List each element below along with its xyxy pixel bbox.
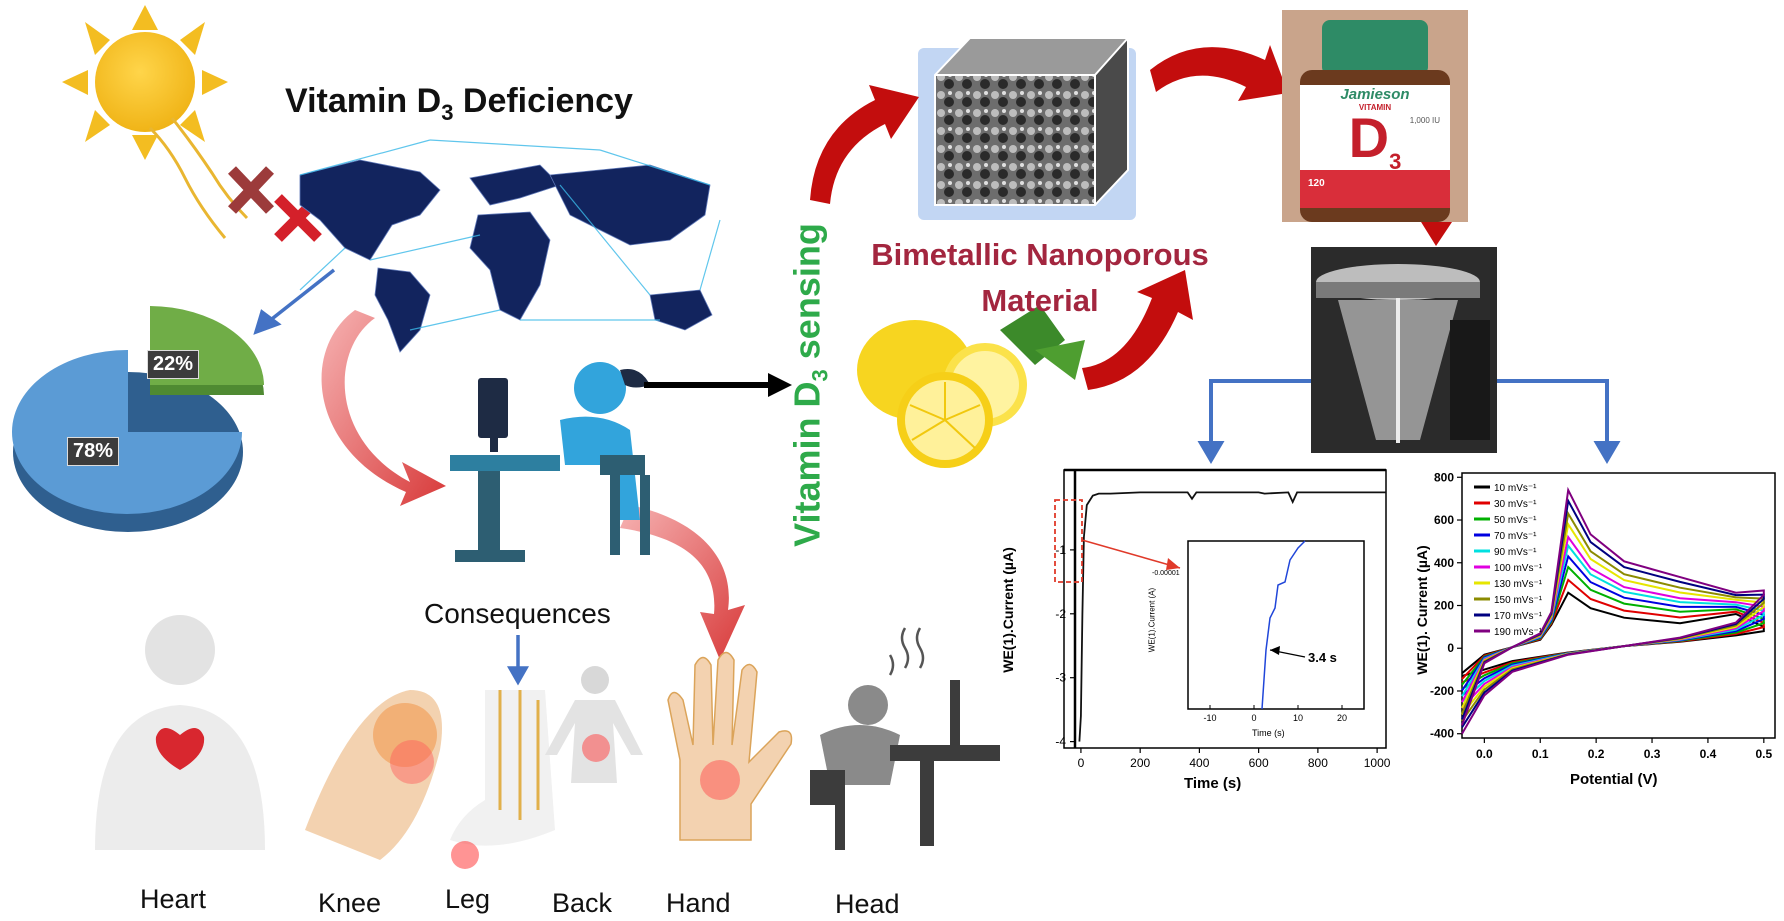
heart-body-figure (95, 615, 265, 850)
person-desk-icon (450, 362, 650, 562)
chart1-x-tick-label: 0 (1078, 756, 1085, 770)
legend-label: 30 mVs⁻¹ (1494, 499, 1537, 510)
chart1-ylabel: WE(1).Current (µA) (1000, 547, 1016, 673)
head-pain-figure (810, 627, 1000, 850)
legend-label: 50 mVs⁻¹ (1494, 515, 1537, 526)
chart1-x-tick-label: 400 (1189, 756, 1209, 770)
lemon-image (857, 305, 1085, 468)
chart1-x-tick-label: 800 (1308, 756, 1328, 770)
label-knee: Knee (318, 888, 382, 918)
blue-arrow (253, 268, 530, 686)
chart2-y-tick-label: 0 (1447, 641, 1454, 655)
label-leg: Leg (445, 884, 491, 914)
chart2-y-tick-label: 400 (1434, 556, 1454, 570)
vitamin-d3-sensing-label: Vitamin D3 sensing (786, 223, 833, 547)
chart1-y-tick-label: -1 (1055, 543, 1066, 557)
vitamin-bottle-image (1282, 10, 1468, 222)
amperometric-chart: 0 200 400 600 800 1000 -1 -2 -3 -4 -10 0 10 20 (1054, 468, 1391, 770)
black-arrow (644, 373, 792, 397)
label-heart: Heart (140, 884, 207, 914)
chart2-x-tick-label: 0.2 (1588, 747, 1605, 761)
chart2-y-tick-label: 200 (1434, 599, 1454, 613)
legend-label: 70 mVs⁻¹ (1494, 531, 1537, 542)
inset-ylabel: WE(1).Current (A) (1147, 587, 1157, 653)
chart2-x-tick-label: 0.0 (1476, 747, 1493, 761)
legend-label: 130 mVs⁻¹ (1494, 579, 1543, 590)
label-back: Back (552, 888, 613, 918)
chart2-xlabel: Potential (V) (1570, 771, 1658, 788)
label-hand: Hand (666, 888, 731, 918)
chart2-x-tick-label: 0.1 (1532, 747, 1549, 761)
electrochemical-cell-image (1311, 247, 1497, 453)
pie-label-22: 22% (147, 350, 200, 379)
chart2-y-tick-label: -400 (1430, 727, 1454, 741)
back-figure (545, 666, 643, 783)
chart1-x-tick-label: 200 (1130, 756, 1150, 770)
label-head: Head (835, 889, 900, 919)
chart1-y-tick-label: -2 (1055, 607, 1066, 621)
inset-y-tick: -0.00001 (1152, 570, 1180, 577)
leg-figure (450, 690, 555, 869)
inset-annotation: 3.4 s (1308, 650, 1337, 665)
knee-figure (305, 690, 442, 860)
inset-x-tick-label: 0 (1251, 713, 1256, 723)
chart1-x-tick-label: 600 (1249, 756, 1269, 770)
inset-plot-area (1187, 540, 1365, 710)
chart2-ylabel: WE(1). Current (µA) (1414, 545, 1430, 675)
inset-x-tick-label: 10 (1293, 713, 1303, 723)
inset-xlabel: Time (s) (1252, 728, 1285, 738)
pie-slice-78 (11, 349, 243, 514)
blue-bracket-arrow (1197, 379, 1621, 464)
sem-cube-image (918, 37, 1136, 220)
legend-label: 150 mVs⁻¹ (1494, 595, 1543, 606)
chart1-x-tick-label: 1000 (1364, 756, 1391, 770)
world-network-map (299, 139, 721, 353)
legend-label: 190 mVs⁻¹ (1494, 627, 1543, 638)
chart1-y-tick-label: -3 (1055, 671, 1066, 685)
chart1-y-tick-label: -4 (1055, 735, 1066, 749)
inset-x-tick-label: 20 (1337, 713, 1347, 723)
legend-label: 100 mVs⁻¹ (1494, 563, 1543, 574)
pie-chart (11, 306, 264, 532)
zoom-box (1054, 499, 1083, 583)
chart2-y-tick-label: 800 (1434, 470, 1454, 484)
chart2-x-tick-label: 0.3 (1644, 747, 1661, 761)
chart1-series-line (1078, 491, 1386, 742)
chart2-x-tick-label: 0.5 (1755, 747, 1772, 761)
inset-x-tick-label: -10 (1203, 713, 1216, 723)
legend-label: 170 mVs⁻¹ (1494, 611, 1543, 622)
consequences-label: Consequences (424, 598, 611, 629)
page-title: Vitamin D3 Deficiency (285, 82, 633, 125)
bottle-label: Jamieson VITAMIN D3 1,000 IU 120 (1308, 86, 1440, 189)
sun-icon (62, 5, 249, 239)
inset-series-line (1261, 540, 1306, 710)
cv-curve-10 (1461, 486, 1765, 735)
chart2-plot-area (1461, 472, 1776, 739)
chart2-y-tick-label: 600 (1434, 513, 1454, 527)
legend-label: 90 mVs⁻¹ (1494, 547, 1537, 558)
red-curved-arrow (321, 310, 745, 660)
chart2-y-tick-label: -200 (1430, 684, 1454, 698)
hand-figure (667, 651, 793, 841)
chart2-x-tick-label: 0.4 (1700, 747, 1717, 761)
chart1-xlabel: Time (s) (1184, 775, 1242, 792)
pie-label-78: 78% (67, 437, 120, 466)
legend-label: 10 mVs⁻¹ (1494, 483, 1537, 494)
